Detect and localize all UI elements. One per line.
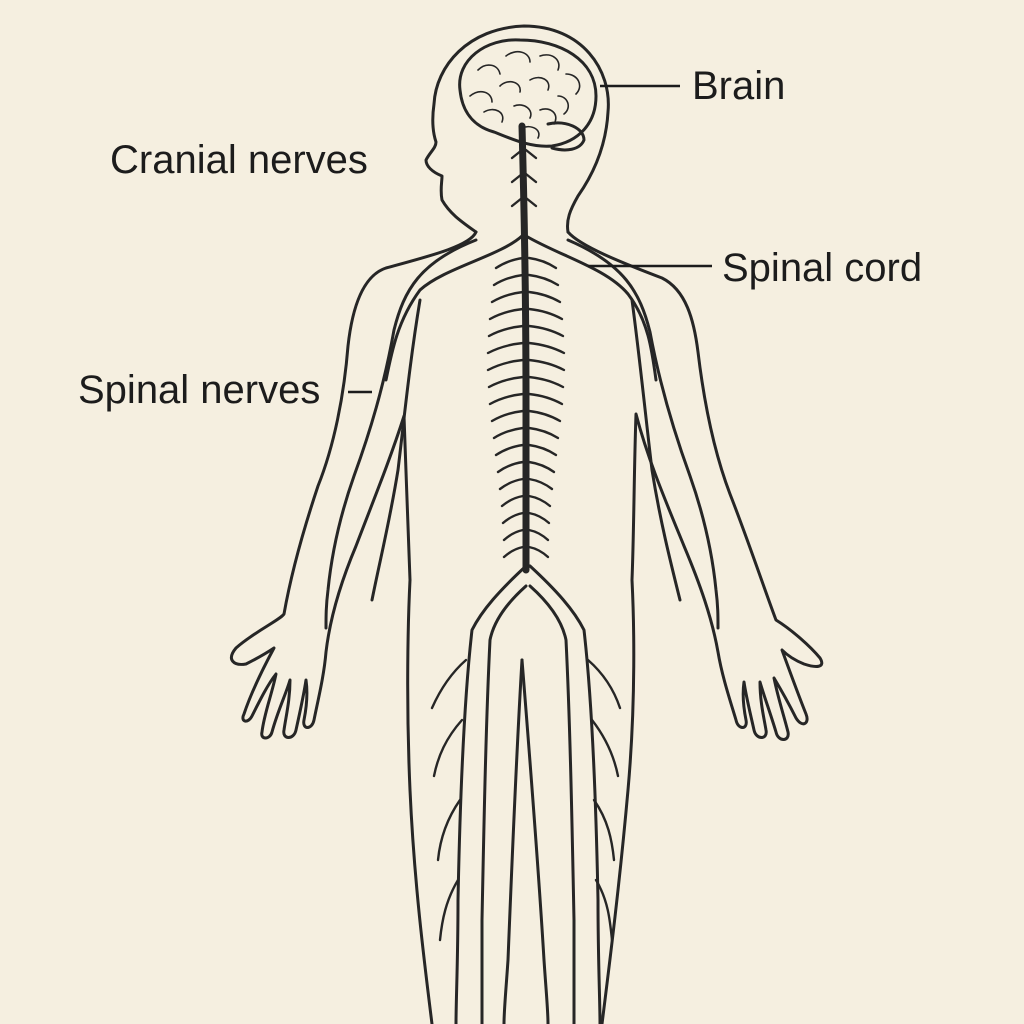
spinal-nerve-branch <box>524 196 538 208</box>
spinal-nerve-branch <box>527 477 554 491</box>
cranial-nerves-label: Cranial nerves <box>110 138 368 182</box>
spinal-nerve-branch <box>502 545 525 559</box>
spinal-nerve-branch <box>486 341 525 355</box>
spinal-nerve-branch <box>527 409 562 423</box>
spinal-nerve-branch <box>510 148 524 160</box>
head-outline <box>424 24 610 234</box>
torso-right-outline <box>566 230 824 1024</box>
spinal-cord-label: Spinal cord <box>722 246 923 290</box>
spinal-nerve-branch <box>527 324 565 338</box>
inner-leg-left <box>502 658 524 1024</box>
cord-split-left <box>454 564 528 1024</box>
spinal-nerve-branch <box>524 148 538 160</box>
spinal-nerve-branch <box>510 172 524 184</box>
spinal-nerves-label: Spinal nerves <box>78 368 321 412</box>
brain-label: Brain <box>692 64 786 108</box>
spinal-nerve-branch <box>527 358 566 372</box>
spinal-nerve-branch <box>494 443 525 457</box>
spinal-nerve-branch <box>501 511 525 525</box>
spinal-nerve-branch <box>527 443 558 457</box>
spinal-nerve-branch <box>488 392 525 406</box>
spinal-nerve-branch <box>527 341 566 355</box>
spinal-nerve-branch <box>486 358 525 372</box>
spinal-nerve-branch <box>527 528 550 542</box>
spinal-nerve-branch <box>527 256 558 270</box>
spinal-nerve-branch <box>500 494 525 508</box>
cord-split-right-inner <box>528 584 576 1024</box>
torso-left-outline <box>230 230 478 1024</box>
spinal-nerve-branch <box>527 494 552 508</box>
cerebellum <box>546 121 586 152</box>
spinal-nerve-branch <box>527 290 562 304</box>
spinal-nerve-branch <box>527 392 564 406</box>
spinal-nerve-branch <box>502 528 525 542</box>
inner-arm-left <box>324 238 478 630</box>
spinal-nerve-branch <box>494 256 525 270</box>
cord-split-left-inner <box>480 584 528 1024</box>
spinal-nerve-branch <box>527 460 556 474</box>
upper-nerve-branches <box>370 234 682 602</box>
spinal-nerve-branch <box>498 477 525 491</box>
spinal-nerve-branch <box>487 375 525 389</box>
spinal-nerves-branches <box>486 148 566 559</box>
spinal-nerve-branch <box>527 426 560 440</box>
brain-outline <box>458 38 598 148</box>
spinal-nerve-branch <box>487 324 525 338</box>
spinal-nerve-branch <box>527 511 551 525</box>
spinal-nerve-branch <box>492 273 525 287</box>
body-outline <box>230 24 824 1024</box>
leg-nerve-branches <box>430 658 622 942</box>
spinal-nerve-branch <box>492 426 525 440</box>
spinal-nerve-branch <box>527 273 560 287</box>
cord-split-right <box>528 564 602 1024</box>
spinal-nerve-branch <box>527 545 550 559</box>
spinal-nerve-branch <box>490 409 525 423</box>
inner-leg-right <box>520 658 550 1024</box>
spinal-nerve-branch <box>527 307 564 321</box>
spinal-nerve-branch <box>510 196 524 208</box>
brain-illustration <box>458 38 598 152</box>
spinal-nerve-branch <box>490 290 525 304</box>
brain-folds <box>469 50 581 139</box>
spinal-nerve-branch <box>524 172 538 184</box>
inner-arm-right <box>566 238 720 630</box>
spinal-nerve-branch <box>496 460 525 474</box>
spinal-cord-line <box>518 122 530 574</box>
spinal-nerve-branch <box>527 375 565 389</box>
spinal-nerve-branch <box>488 307 525 321</box>
